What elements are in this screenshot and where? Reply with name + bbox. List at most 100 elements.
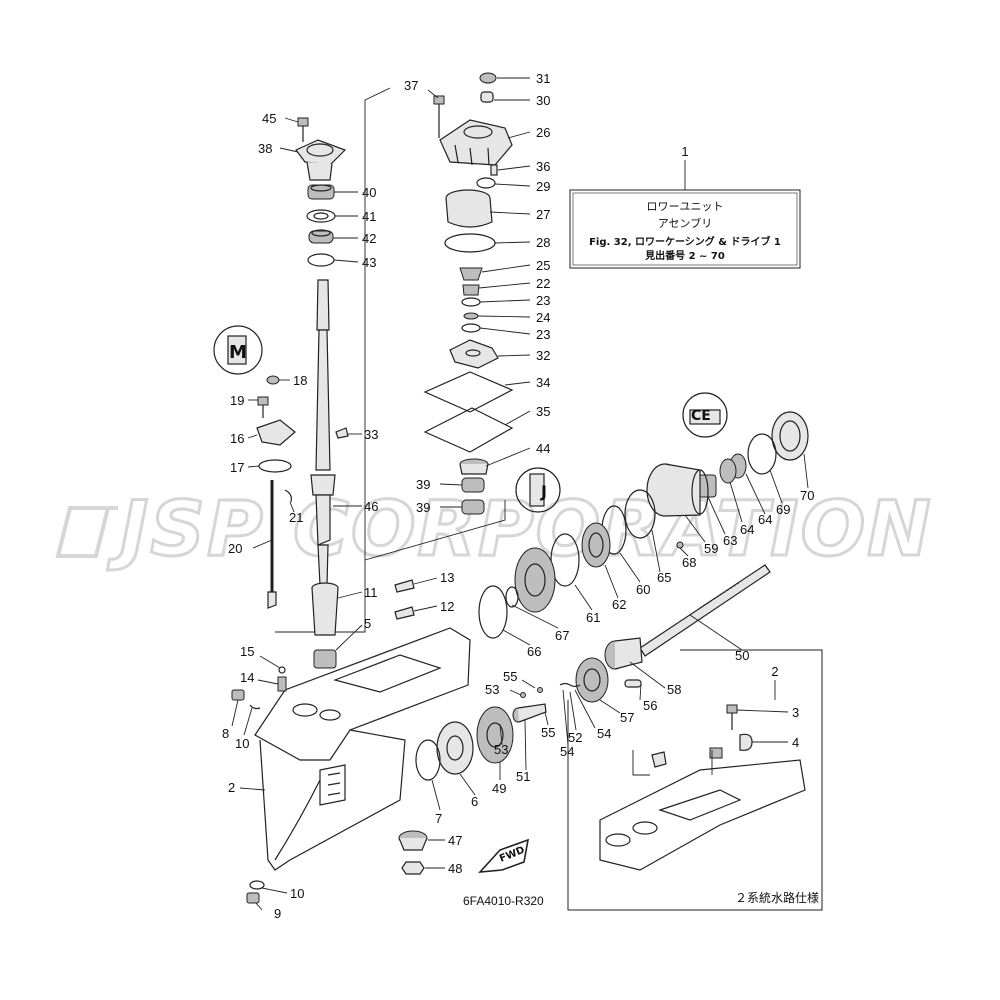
part-16-bracket [256, 419, 296, 446]
callout-36: 36 [536, 159, 550, 174]
part-35-gasket [423, 407, 514, 453]
part-34-outer-plate [423, 371, 514, 413]
callouts: 31 30 37 26 36 29 27 28 25 22 23 24 23 3… [222, 71, 814, 921]
callout-25: 25 [536, 258, 550, 273]
drive-shaft-group [275, 87, 415, 669]
svg-text:J: J [540, 482, 547, 501]
callout-53b: 53 [494, 742, 508, 757]
part-41-washer-hole [313, 212, 329, 220]
callout-33: 33 [364, 427, 378, 442]
part-26-pump-housing [439, 119, 513, 166]
callout-17: 17 [230, 460, 244, 475]
callout-inset-2: 2 [771, 664, 778, 679]
part-68-ball [676, 541, 684, 549]
callout-44: 44 [536, 441, 550, 456]
part-8-plug [231, 689, 245, 701]
callout-48: 48 [448, 861, 462, 876]
callout-38: 38 [258, 141, 272, 156]
part-12-pin [394, 606, 415, 620]
grease-c-icon: CE [682, 392, 728, 438]
callout-20: 20 [228, 541, 242, 556]
callout-3: 3 [792, 705, 799, 720]
shift-rod-group: M [213, 325, 296, 609]
callout-62: 62 [612, 597, 626, 612]
part-58-dog-clutch [604, 637, 643, 670]
info-line-2: アセンブリ [658, 216, 712, 230]
part-69-o-ring [747, 433, 777, 475]
callout-23b: 23 [536, 327, 550, 342]
part-4-cover [739, 733, 753, 751]
part-11-sleeve [311, 582, 339, 636]
callout-37: 37 [404, 78, 418, 93]
callout-21: 21 [289, 510, 303, 525]
part-21-clip [284, 489, 292, 503]
callout-58: 58 [667, 682, 681, 697]
part-66-thrust-washer [478, 585, 508, 639]
part-17-o-ring [258, 459, 292, 473]
callout-2: 2 [228, 780, 235, 795]
callout-59: 59 [704, 541, 718, 556]
callout-55a: 55 [503, 669, 517, 684]
part-22-seal [462, 284, 480, 296]
callout-11: 11 [364, 585, 378, 600]
part-62-bearing [581, 522, 611, 568]
part-56-pin [624, 679, 642, 688]
callout-49: 49 [492, 781, 506, 796]
grease-m-icon: M [213, 325, 263, 375]
callout-24: 24 [536, 310, 550, 325]
part-24-ring [463, 312, 479, 320]
callout-27: 27 [536, 207, 550, 222]
part-19-bolt [257, 396, 269, 418]
callout-16: 16 [230, 431, 244, 446]
svg-text:M: M [229, 342, 247, 363]
callout-5: 5 [364, 616, 371, 631]
callout-43: 43 [362, 255, 376, 270]
part-30-grommet [480, 91, 494, 103]
grease-j-icon: J [515, 467, 561, 513]
part-13-pin [394, 579, 415, 593]
callout-10b: 10 [290, 886, 304, 901]
part-39-oil-seal-a [461, 477, 485, 493]
callout-12: 12 [440, 599, 454, 614]
part-50-propeller-shaft [639, 564, 771, 657]
info-line-1: ロワーユニット [647, 200, 724, 213]
callout-13: 13 [440, 570, 454, 585]
svg-text:CE: CE [691, 408, 711, 424]
part-14-bolt [277, 676, 287, 692]
callout-22: 22 [536, 276, 550, 291]
fwd-label: FWD [498, 845, 526, 865]
part-44-seal-housing [459, 458, 489, 475]
part-28-o-ring [444, 233, 496, 253]
callout-45: 45 [262, 111, 276, 126]
part-37-bolt [433, 95, 445, 138]
part-27-insert-cartridge [445, 189, 493, 228]
part-33-key [335, 427, 349, 439]
part-31-grommet [479, 72, 497, 84]
callout-32: 32 [536, 348, 550, 363]
callout-52: 52 [568, 730, 582, 745]
part-67-reverse-gear [514, 547, 556, 613]
callout-51: 51 [516, 769, 530, 784]
part-64-seal-b [719, 458, 737, 484]
part-25-seal [459, 267, 483, 281]
leader-lines [231, 77, 809, 911]
callout-4: 4 [792, 735, 799, 750]
callout-8: 8 [222, 726, 229, 741]
part-39-oil-seal-b [461, 499, 485, 515]
callout-54b: 54 [560, 744, 574, 759]
callout-39b: 39 [416, 500, 430, 515]
callout-56: 56 [643, 698, 657, 713]
part-7-shim [415, 739, 441, 781]
part-10-gasket-b [249, 880, 265, 890]
callout-10a: 10 [235, 736, 249, 751]
inset-box: 2 ２系統水路仕様 [567, 649, 823, 911]
part-57-gear [575, 657, 609, 703]
part-49-forward-gear [476, 706, 514, 764]
part-15-plug [278, 666, 286, 674]
part-5-bushing [313, 649, 337, 669]
fwd-arrow-icon: FWD [478, 838, 530, 873]
info-line-4: 見出番号 2 ~ 70 [644, 249, 725, 262]
callout-47: 47 [448, 833, 462, 848]
callout-31: 31 [536, 71, 550, 86]
part-51-shift-plunger [512, 703, 547, 723]
